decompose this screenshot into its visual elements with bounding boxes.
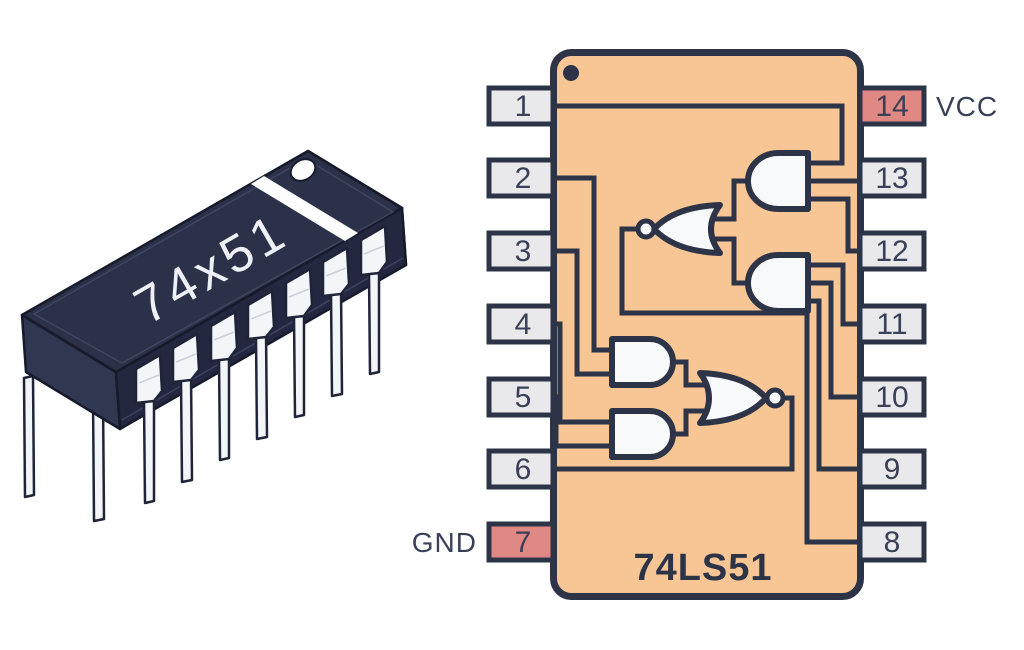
right-pin-column: 14 13 12 11 10 9 [857, 85, 927, 563]
pin-7: 7 [486, 521, 556, 563]
and-gate-2b [609, 408, 676, 460]
package-back-pin [22, 374, 36, 499]
and-gate-1a [745, 150, 811, 212]
trace-pin2-to-and2a [553, 175, 612, 353]
vcc-label: VCC [936, 91, 998, 122]
and-gate-1b [745, 252, 811, 314]
trace-and1b-to-nor1 [712, 236, 748, 286]
pin-4: 4 [486, 303, 556, 345]
svg-text:10: 10 [875, 381, 908, 414]
nor-gate-2-bubble [764, 387, 786, 409]
dip-package-illustration: 74x51 [20, 149, 408, 523]
package-pin [284, 267, 314, 419]
aoi-gate-1 [635, 150, 811, 314]
and-gate-2a [609, 336, 676, 388]
svg-text:8: 8 [884, 526, 901, 559]
pin-13: 13 [857, 157, 927, 199]
trace-pin11-to-and1b [808, 262, 860, 327]
svg-text:11: 11 [876, 308, 907, 341]
svg-text:12: 12 [875, 235, 908, 268]
trace-and2a-to-nor2 [673, 359, 708, 388]
trace-nor2-to-pin6 [553, 395, 795, 472]
pin-8: 8 [857, 521, 927, 563]
svg-text:6: 6 [515, 453, 532, 486]
trace-pin10-to-and1b [808, 280, 860, 400]
trace-pin4-to-and2b [553, 321, 612, 425]
package-front-pins [134, 224, 389, 505]
nor-gate-1 [651, 202, 723, 256]
pin1-indicator-dot [563, 65, 579, 81]
package-pin [134, 353, 164, 505]
nor-gate-1-bubble [635, 218, 657, 240]
svg-text:13: 13 [875, 162, 908, 195]
pin-1: 1 [486, 85, 556, 127]
pin-14: 14 [857, 85, 927, 127]
trace-and2b-to-nor2 [673, 408, 708, 437]
trace-pin9-to-and1b [808, 298, 860, 472]
trace-nor1-to-pin8 [619, 226, 860, 545]
package-pin [246, 289, 276, 441]
ic-body [550, 49, 864, 600]
package-top-facet-line [32, 158, 395, 364]
aoi-gate-2 [609, 336, 786, 460]
pin-3: 3 [486, 230, 556, 272]
trace-and1a-to-nor1 [712, 178, 748, 222]
trace-pin12-to-and1a [808, 196, 860, 254]
svg-text:3: 3 [515, 235, 532, 268]
pinout-diagram: 1 2 3 4 5 6 7 [412, 49, 998, 600]
svg-text:9: 9 [884, 453, 901, 486]
svg-text:4: 4 [515, 308, 532, 341]
gnd-label: GND [412, 527, 477, 558]
package-pin [359, 224, 389, 376]
svg-text:2: 2 [515, 162, 532, 195]
pin-2: 2 [486, 157, 556, 199]
svg-text:14: 14 [875, 90, 908, 123]
pin-6: 6 [486, 448, 556, 490]
nor-gate-2 [697, 370, 769, 426]
svg-text:1: 1 [515, 90, 532, 123]
pin-10: 10 [857, 376, 927, 418]
pin-11: 11 [857, 303, 927, 345]
ic-part-number: 74LS51 [633, 547, 772, 589]
package-pin1-dot [289, 158, 317, 182]
trace-pin1-to-and1a [553, 103, 845, 166]
pin-12: 12 [857, 230, 927, 272]
package-stripe [251, 176, 358, 241]
left-pin-column: 1 2 3 4 5 6 7 [486, 85, 556, 563]
svg-text:5: 5 [515, 381, 532, 414]
package-pin [321, 246, 351, 398]
svg-text:7: 7 [515, 526, 532, 559]
pin-5: 5 [486, 376, 556, 418]
pin-9: 9 [857, 448, 927, 490]
trace-pin3-to-and2a [553, 248, 612, 377]
package-pin [171, 332, 201, 484]
internal-traces [553, 103, 860, 545]
package-pin [209, 310, 239, 462]
